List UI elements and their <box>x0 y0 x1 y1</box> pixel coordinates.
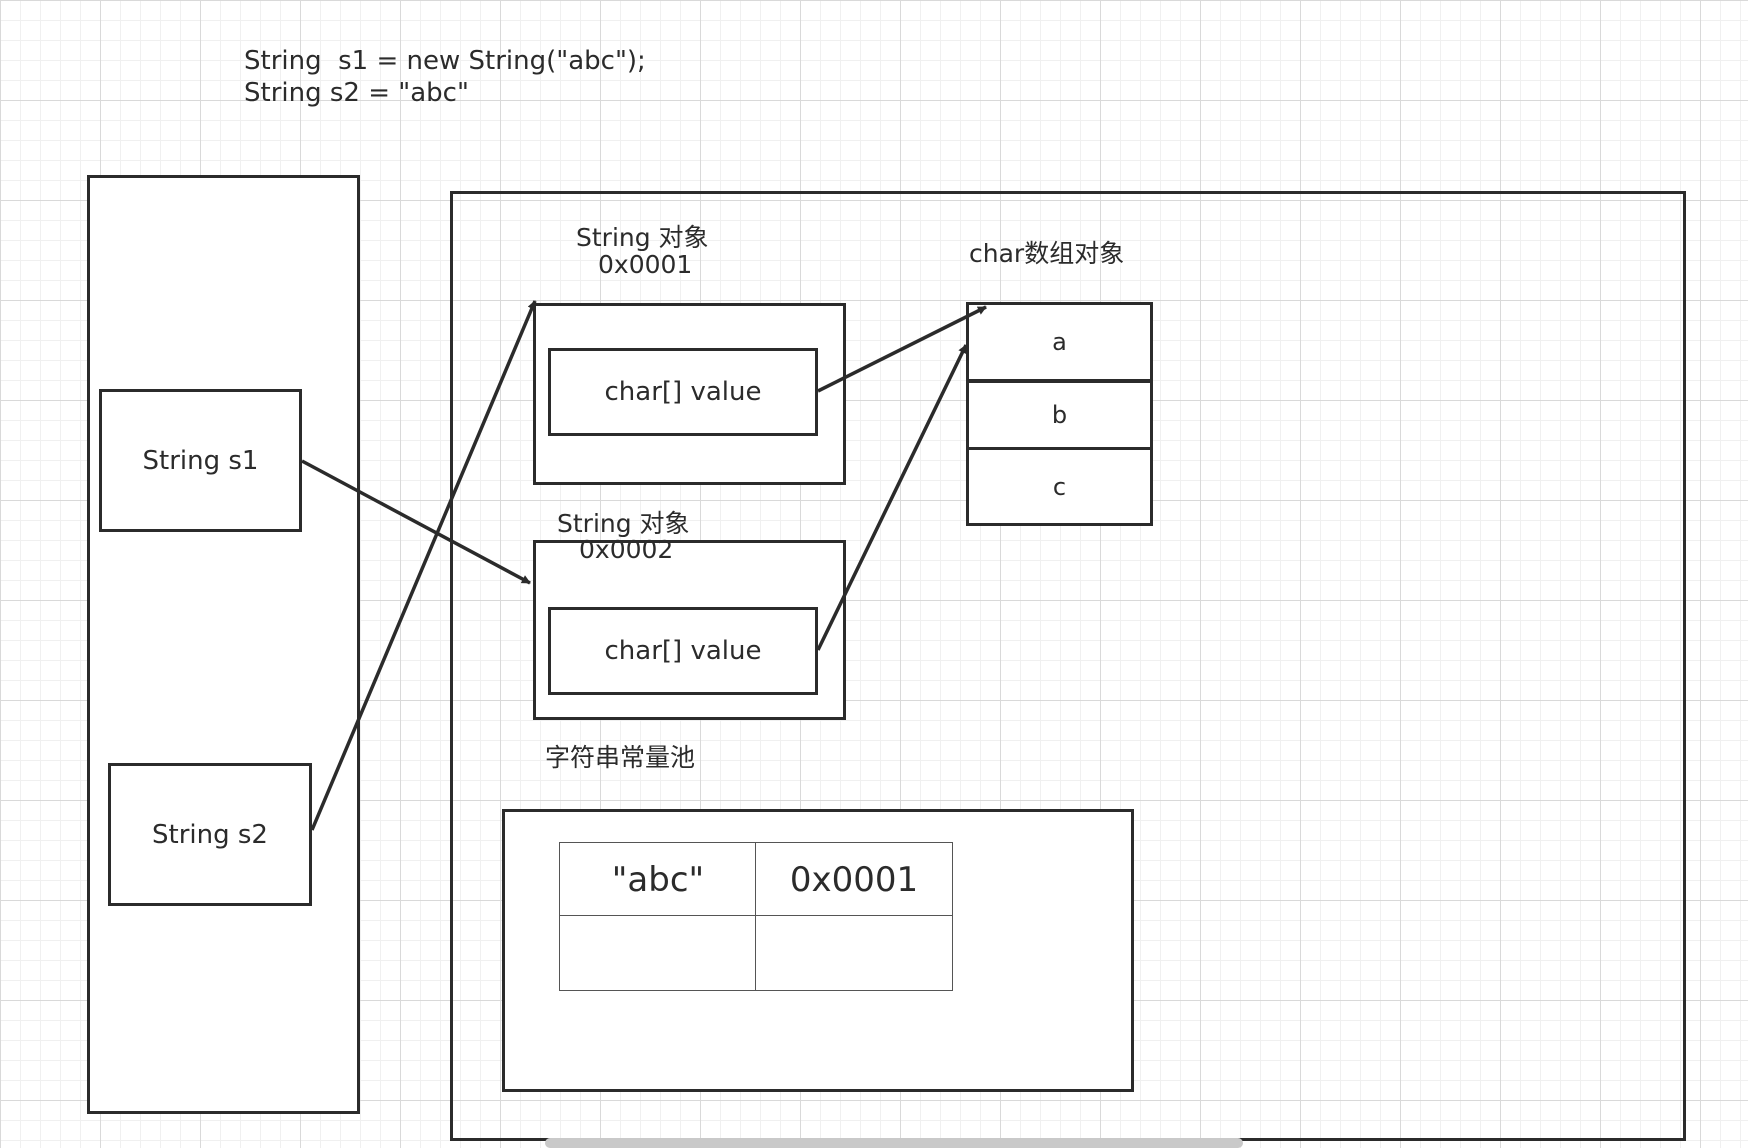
arrow-s1-to-string-object-2 <box>301 459 531 585</box>
string-object-1-field: char[] value <box>548 348 818 436</box>
char-array-element: b <box>966 380 1153 450</box>
arrow-value-1-to-char-array <box>817 305 987 393</box>
code-line-2: String s2 = "abc" <box>244 78 469 108</box>
string-pool-cell <box>755 915 953 991</box>
string-pool-cell-text: "abc" <box>611 859 705 900</box>
stack-var-s2: String s2 <box>108 763 312 906</box>
string-pool-title: 字符串常量池 <box>545 743 696 772</box>
string-pool-cell: "abc" <box>559 842 757 917</box>
stack-var-s1-label: String s1 <box>142 445 259 476</box>
arrow-s2-to-string-object-1 <box>310 300 537 831</box>
stack-var-s1: String s1 <box>99 389 302 532</box>
string-object-1-address: 0x0001 <box>598 250 693 279</box>
char-array-element-label: b <box>1051 401 1068 429</box>
string-pool-cell <box>559 915 757 991</box>
stack-var-s2-label: String s2 <box>152 819 268 850</box>
stack-frame <box>87 175 360 1114</box>
char-array-element: c <box>966 447 1153 526</box>
string-object-1-title: String 对象 <box>576 223 709 252</box>
char-array-element: a <box>966 302 1153 382</box>
arrow-value-2-to-char-array <box>816 344 968 651</box>
string-pool-cell-text: 0x0001 <box>789 859 919 900</box>
horizontal-scrollbar[interactable] <box>545 1138 1243 1148</box>
string-object-2-field: char[] value <box>548 607 818 695</box>
string-object-1-field-label: char[] value <box>604 377 762 407</box>
char-array-element-label: a <box>1052 328 1067 356</box>
char-array-title: char数组对象 <box>969 239 1125 268</box>
string-object-2-title: String 对象 <box>557 509 690 538</box>
code-line-1: String s1 = new String("abc"); <box>244 46 646 76</box>
string-object-2-address: 0x0002 <box>579 535 674 564</box>
char-array-element-label: c <box>1052 472 1067 501</box>
string-object-2-field-label: char[] value <box>604 636 762 666</box>
